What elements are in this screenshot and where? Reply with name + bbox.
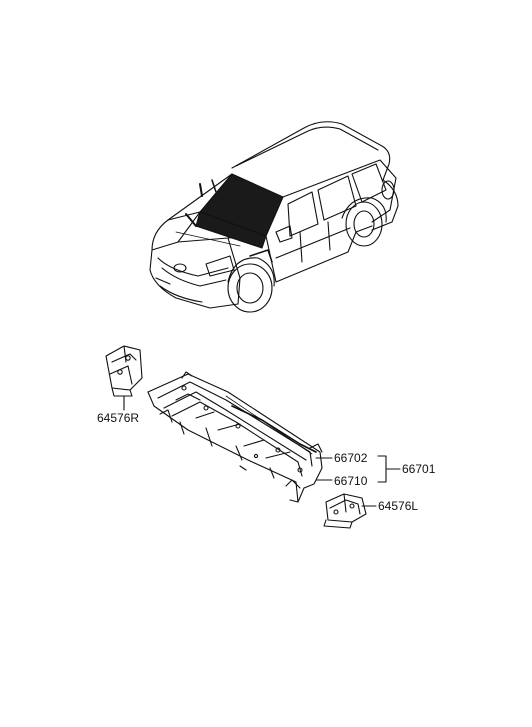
part-label-66702: 66702 [334,451,368,465]
cowl-panel-assembly [147,371,323,503]
part-label-66701: 66701 [402,462,436,476]
part-label-64576R: 64576R [97,411,140,425]
part-label-64576L: 64576L [378,499,419,513]
cowl-area [195,211,267,249]
vehicle-illustration [149,121,399,313]
bracket-64576L [323,493,377,529]
part-label-66710: 66710 [334,474,368,488]
bracket-66701 [377,455,401,483]
bracket-64576R [105,345,143,411]
